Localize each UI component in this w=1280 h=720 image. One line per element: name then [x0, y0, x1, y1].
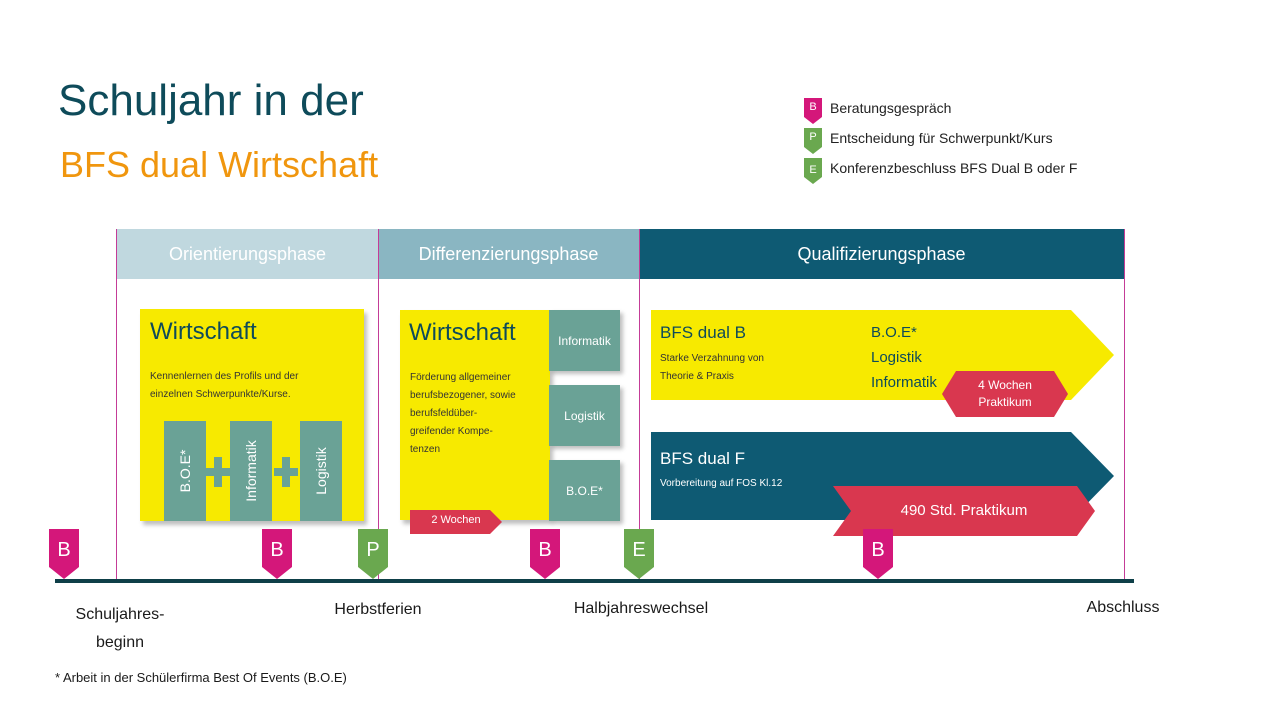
- legend-item-entscheidung: P Entscheidung für Schwerpunkt/Kurs: [804, 128, 1053, 158]
- label-abschluss: Abschluss: [1086, 599, 1160, 616]
- legend-label: Entscheidung für Schwerpunkt/Kurs: [830, 130, 1053, 146]
- pillar-logistik: Logistik: [300, 421, 342, 521]
- b-marker-icon: B: [49, 529, 79, 579]
- b-marker-icon: B: [262, 529, 292, 579]
- page-subtitle: BFS dual Wirtschaft: [60, 144, 379, 185]
- side-box-logistik: Logistik: [549, 385, 620, 446]
- b-marker-icon: B: [863, 529, 893, 579]
- phase-orientierung: Orientierungsphase: [117, 229, 378, 279]
- side-box-informatik: Informatik: [549, 310, 620, 371]
- pillar-informatik: Informatik: [230, 421, 272, 521]
- box-title: Wirtschaft: [150, 318, 257, 345]
- page-title: Schuljahr in der: [58, 76, 364, 125]
- timeline-axis: [55, 579, 1134, 583]
- bfs-dual-f-text: Vorbereitung auf FOS Kl.12: [660, 478, 783, 489]
- box-orientierung: Wirtschaft Kennenlernen des Profils und …: [140, 309, 364, 521]
- praktikum-arrow-4-wochen: [942, 371, 1068, 417]
- legend-label: Konferenzbeschluss BFS Dual B oder F: [830, 160, 1078, 176]
- legend-item-konferenz: E Konferenzbeschluss BFS Dual B oder F: [804, 158, 1077, 188]
- label-halbjahreswechsel: Halbjahreswechsel: [573, 600, 709, 617]
- phase-differenzierung: Differenzierungsphase: [378, 229, 639, 279]
- e-marker-icon: E: [804, 158, 822, 184]
- box-text: Kennenlernen des Profils und der einzeln…: [150, 371, 299, 400]
- b-marker-icon: B: [530, 529, 560, 579]
- praktikum-arrow-490-std: [833, 486, 1095, 536]
- box-text: Förderung allgemeiner berufsbezogener, s…: [410, 372, 516, 455]
- side-box-boe: B.O.E*: [549, 460, 620, 521]
- bfs-dual-f-title: BFS dual F: [660, 449, 746, 468]
- arrow-label: 490 Std. Praktikum: [900, 502, 1028, 519]
- bfs-dual-b-text: Starke Verzahnung von Theorie & Praxis: [660, 353, 764, 382]
- e-marker-icon: E: [624, 529, 654, 579]
- divider-line: [378, 229, 379, 581]
- legend-item-beratung: B Beratungsgespräch: [804, 98, 951, 128]
- phase-qualifizierung: Qualifizierungsphase: [639, 229, 1124, 279]
- plus-icon: [274, 457, 298, 487]
- footnote: * Arbeit in der Schülerfirma Best Of Eve…: [55, 670, 347, 685]
- divider-line: [116, 229, 117, 581]
- arrow-label: 4 Wochen Praktikum: [978, 378, 1032, 409]
- bfs-dual-b-options: B.O.E* Logistik Informatik: [871, 324, 937, 391]
- bfs-dual-b-title: BFS dual B: [660, 323, 746, 342]
- plus-icon: [206, 457, 230, 487]
- divider-line: [639, 229, 640, 581]
- label-herbstferien: Herbstferien: [334, 601, 422, 618]
- divider-line: [1124, 229, 1125, 581]
- b-marker-icon: B: [804, 98, 822, 124]
- legend-label: Beratungsgespräch: [830, 100, 952, 116]
- p-marker-icon: P: [358, 529, 388, 579]
- box-title: Wirtschaft: [409, 319, 516, 346]
- label-schuljahresbeginn: Schuljahres- beginn: [75, 606, 165, 651]
- praktikum-arrow-2-wochen: [410, 510, 502, 534]
- arrow-label: 2 Wochen: [431, 514, 481, 526]
- box-differenzierung: Wirtschaft Förderung allgemeiner berufsb…: [400, 310, 550, 520]
- pillar-boe: B.O.E*: [164, 421, 206, 521]
- p-marker-icon: P: [804, 128, 822, 154]
